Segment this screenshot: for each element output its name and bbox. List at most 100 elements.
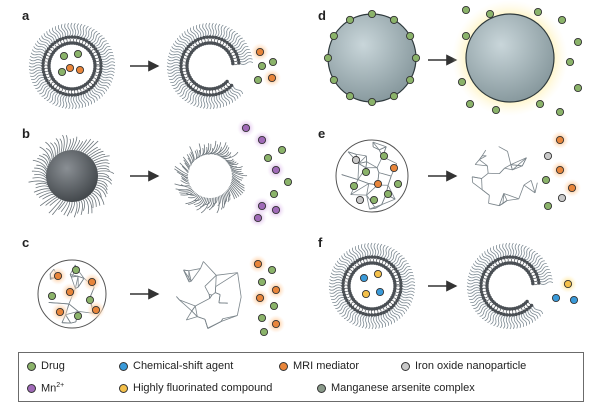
a-after-head-outer [217, 36, 221, 41]
a-before-head-outer [41, 67, 45, 71]
a-before-tail [61, 94, 66, 109]
b-broken-strand [194, 150, 198, 161]
a-after-tail-inner [224, 44, 228, 47]
c-after-strand [188, 268, 201, 272]
b-polymer-strand [45, 196, 58, 206]
f-after-tail-inner [527, 302, 531, 305]
f-before-tail [361, 244, 366, 257]
a-after-tail-inner [183, 73, 187, 76]
e-mri [373, 179, 383, 189]
f-after-tail [470, 297, 483, 304]
f-after-tail [505, 315, 509, 330]
e-drug [361, 167, 371, 177]
b-broken-strand [176, 171, 189, 178]
b-broken-strand [225, 191, 229, 203]
b-polymer-strand [66, 201, 73, 217]
f-after-tail-inner [523, 306, 526, 309]
f-after-tail-inner [527, 266, 530, 269]
c-after-strand [188, 270, 192, 282]
a-after-tail [169, 49, 183, 55]
f-after-head-outer [533, 269, 537, 274]
a-after-head-outer [183, 78, 187, 83]
f-after-tail [539, 281, 554, 285]
f-after-tail [525, 311, 533, 323]
f-before-head-outer [361, 311, 365, 316]
f-after-head-inner [485, 286, 489, 291]
a-after-head-outer [233, 49, 237, 54]
a-after-head-inner [185, 64, 189, 68]
a-before-tail [67, 22, 71, 37]
a-before-tail-inner [91, 79, 95, 83]
c-release-drug [269, 301, 279, 311]
f-before-tail [346, 309, 355, 322]
a-after-tail [184, 31, 193, 42]
f-before-head-outer [345, 298, 349, 303]
b-broken-strand [180, 175, 189, 182]
f-before-head-outer [350, 305, 355, 310]
e-after-strand [481, 149, 487, 157]
a-before-head-outer [42, 55, 47, 59]
e-before-strand [387, 175, 392, 186]
a-after-head-outer [199, 36, 203, 41]
f-after-tail [530, 307, 541, 317]
a-after-tail-inner [216, 39, 219, 43]
f-before-tail [339, 305, 350, 315]
b-broken-strand [224, 158, 234, 162]
a-before-head-outer [89, 85, 94, 90]
f-before-tail-inner [396, 280, 400, 283]
d-release-drug [573, 37, 583, 47]
a-drug [59, 51, 69, 61]
a-before-head-outer [79, 36, 83, 41]
a-after-head-outer [188, 42, 193, 47]
a-before-head-outer [95, 49, 99, 54]
e-drug [379, 151, 389, 161]
a-after-tail [232, 37, 243, 47]
a-after-head-inner [205, 41, 210, 45]
b-broken-strand [231, 172, 244, 179]
f-after-tail [487, 311, 495, 324]
f-after-head-inner [505, 261, 510, 265]
e-drug [349, 181, 359, 191]
f-before-head-outer [345, 269, 349, 274]
f-after-tail-inner [522, 262, 525, 266]
b-release-mn [241, 123, 251, 133]
b-polymer-strand [84, 140, 99, 154]
a-before-tail [70, 22, 74, 37]
f-after-tail-inner [525, 304, 529, 307]
f-before-head-outer [397, 275, 402, 279]
b-polymer-strand [59, 138, 63, 153]
e-after-strand [510, 164, 523, 167]
f-after-tail [516, 243, 521, 258]
a-after-tail [196, 94, 202, 108]
a-before-head-outer [87, 40, 91, 45]
f-before-tail [333, 299, 346, 307]
f-after-head-inner [510, 307, 515, 311]
a-after-tail-inner [229, 48, 232, 52]
e-after-strand [498, 146, 508, 152]
f-after-tail [479, 255, 490, 265]
a-after-tail-inner [184, 54, 188, 57]
chemical-shift-agent-icon [119, 361, 128, 371]
e-before-strand [369, 207, 376, 210]
d-release-drug [565, 57, 575, 67]
a-after-tail [221, 25, 227, 39]
c-after-strand [197, 316, 206, 320]
f-before-tail [370, 242, 374, 257]
a-before-head-outer [55, 39, 60, 43]
b-polymer-strand [36, 190, 51, 196]
f-after-head-outer [522, 309, 527, 313]
b-polymer-strand [93, 155, 110, 162]
b-polymer-strand [86, 197, 93, 214]
f-before-tail [341, 255, 352, 265]
a-after-head-outer [179, 67, 183, 71]
a-mri [75, 65, 85, 75]
e-before-strand [379, 146, 387, 151]
f-before-head-outer [379, 311, 383, 316]
b-polymer-strand [35, 182, 48, 186]
a-after-tail-inner [198, 40, 200, 44]
f-before-tail [400, 292, 415, 297]
f-before-tail-inner [393, 297, 397, 300]
f-before-tail-inner [351, 266, 355, 270]
f-before-tail-inner [389, 302, 393, 305]
a-before-tail-inner [92, 51, 96, 54]
